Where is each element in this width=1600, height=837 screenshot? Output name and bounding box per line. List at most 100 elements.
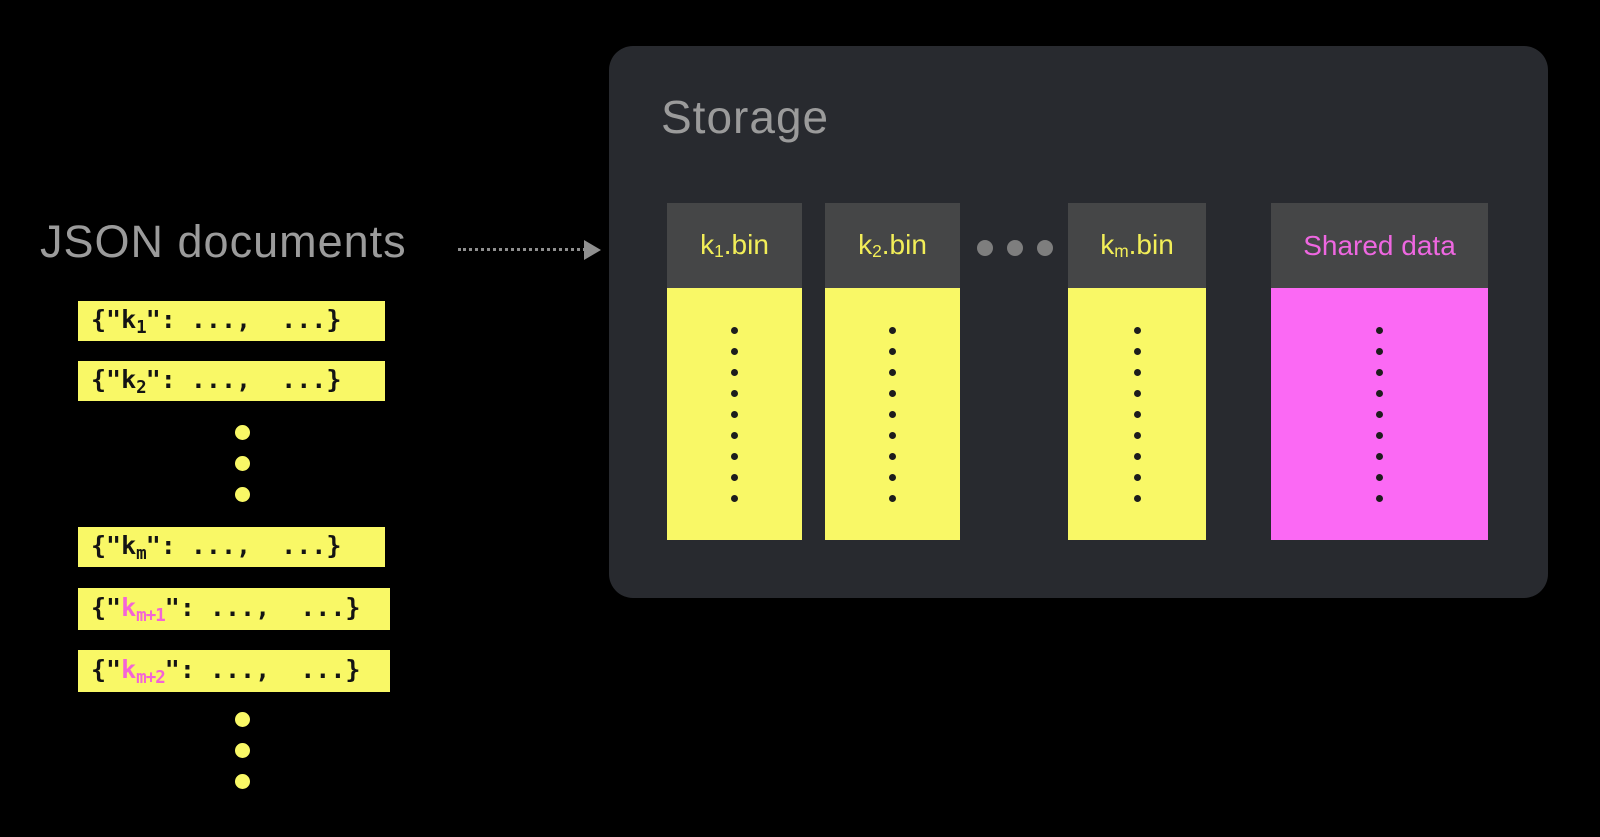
dot bbox=[1007, 240, 1023, 256]
dot bbox=[1133, 473, 1141, 481]
doc-key: k bbox=[121, 592, 137, 622]
storage-column-k2: k2.bin bbox=[825, 203, 960, 540]
dot bbox=[731, 326, 738, 334]
doc-text-open: {" bbox=[91, 592, 122, 622]
doc-code: {"km+1": ..., ...} bbox=[91, 593, 360, 626]
json-documents-title: JSON documents bbox=[40, 216, 407, 267]
ellipsis-horizontal bbox=[977, 240, 1053, 256]
dot bbox=[1133, 494, 1141, 502]
dot bbox=[1376, 494, 1383, 502]
dot bbox=[889, 431, 896, 439]
storage-panel: Storage k1.bin k2.bin km.bin Shared data bbox=[609, 46, 1548, 598]
doc-text-close: ": ..., ...} bbox=[164, 592, 361, 622]
dot bbox=[889, 452, 896, 460]
arrow-head-icon bbox=[584, 240, 601, 260]
dot bbox=[1376, 347, 1383, 355]
dot bbox=[235, 425, 250, 440]
doc-key: k bbox=[121, 364, 137, 394]
dot bbox=[1376, 431, 1383, 439]
doc-text-open: {" bbox=[91, 364, 122, 394]
dot bbox=[1133, 410, 1141, 418]
doc-key-subscript: 1 bbox=[136, 317, 147, 338]
column-body bbox=[1271, 288, 1488, 540]
dot bbox=[889, 410, 896, 418]
bin-suffix: .bin bbox=[1128, 228, 1174, 260]
dot bbox=[731, 452, 738, 460]
doc-code: {"k2": ..., ...} bbox=[91, 365, 341, 398]
dot bbox=[1376, 452, 1383, 460]
dot bbox=[889, 494, 896, 502]
doc-key-subscript: m+2 bbox=[136, 667, 166, 688]
doc-key: k bbox=[121, 304, 137, 334]
dot bbox=[731, 347, 738, 355]
doc-key-subscript: m bbox=[136, 543, 147, 564]
doc-code: {"km": ..., ...} bbox=[91, 531, 341, 564]
storage-column-km: km.bin bbox=[1068, 203, 1206, 540]
dot bbox=[1133, 326, 1141, 334]
doc-code: {"k1": ..., ...} bbox=[91, 305, 341, 338]
dot bbox=[1376, 410, 1383, 418]
dot bbox=[1133, 368, 1141, 376]
dot bbox=[1376, 389, 1383, 397]
doc-text-close: ": ..., ...} bbox=[145, 364, 342, 394]
dot bbox=[235, 712, 250, 727]
dot bbox=[889, 389, 896, 397]
bin-key: k bbox=[1100, 228, 1115, 260]
doc-key-subscript: 2 bbox=[136, 377, 147, 398]
doc-text-close: ": ..., ...} bbox=[145, 304, 342, 334]
dot bbox=[889, 326, 896, 334]
storage-title: Storage bbox=[661, 91, 830, 143]
doc-text-open: {" bbox=[91, 304, 122, 334]
storage-column-k1: k1.bin bbox=[667, 203, 802, 540]
column-header: km.bin bbox=[1068, 203, 1206, 288]
dot bbox=[235, 456, 250, 471]
dot bbox=[1376, 368, 1383, 376]
json-doc-bar-k2: {"k2": ..., ...} bbox=[78, 361, 385, 401]
json-doc-bar-km2: {"km+2": ..., ...} bbox=[78, 650, 390, 692]
json-doc-bar-k1: {"k1": ..., ...} bbox=[78, 301, 385, 341]
dot bbox=[731, 473, 738, 481]
bin-key-subscript: 1 bbox=[714, 241, 724, 262]
doc-text-open: {" bbox=[91, 654, 122, 684]
dotted-arrow-line bbox=[458, 248, 586, 251]
doc-code: {"km+2": ..., ...} bbox=[91, 655, 360, 688]
doc-key: k bbox=[121, 654, 137, 684]
bin-suffix: .bin bbox=[881, 228, 927, 260]
json-doc-bar-km1: {"km+1": ..., ...} bbox=[78, 588, 390, 630]
shared-data-label: Shared data bbox=[1303, 229, 1456, 261]
column-header: Shared data bbox=[1271, 203, 1488, 288]
dot bbox=[889, 473, 896, 481]
ellipsis-vertical bbox=[235, 425, 250, 502]
dot bbox=[889, 347, 896, 355]
doc-text-open: {" bbox=[91, 530, 122, 560]
doc-text-close: ": ..., ...} bbox=[145, 530, 342, 560]
dot bbox=[235, 743, 250, 758]
doc-key: k bbox=[121, 530, 137, 560]
column-body bbox=[667, 288, 802, 540]
dot bbox=[235, 774, 250, 789]
dot bbox=[1037, 240, 1053, 256]
json-doc-bar-km: {"km": ..., ...} bbox=[78, 527, 385, 567]
dot bbox=[731, 431, 738, 439]
dot bbox=[731, 368, 738, 376]
bin-key: k bbox=[700, 228, 715, 260]
column-header-label: k2.bin bbox=[858, 229, 927, 262]
ellipsis-vertical bbox=[235, 712, 250, 789]
dot bbox=[1376, 326, 1383, 334]
dot bbox=[731, 410, 738, 418]
doc-text-close: ": ..., ...} bbox=[164, 654, 361, 684]
storage-column-shared: Shared data bbox=[1271, 203, 1488, 540]
dot bbox=[731, 494, 738, 502]
bin-key-subscript: m bbox=[1114, 241, 1129, 262]
dot bbox=[977, 240, 993, 256]
column-header: k2.bin bbox=[825, 203, 960, 288]
bin-key: k bbox=[858, 228, 873, 260]
dot bbox=[1133, 452, 1141, 460]
column-header-label: km.bin bbox=[1100, 229, 1174, 262]
dot bbox=[235, 487, 250, 502]
dot bbox=[1133, 389, 1141, 397]
dot bbox=[1133, 347, 1141, 355]
dot bbox=[889, 368, 896, 376]
dot bbox=[731, 389, 738, 397]
